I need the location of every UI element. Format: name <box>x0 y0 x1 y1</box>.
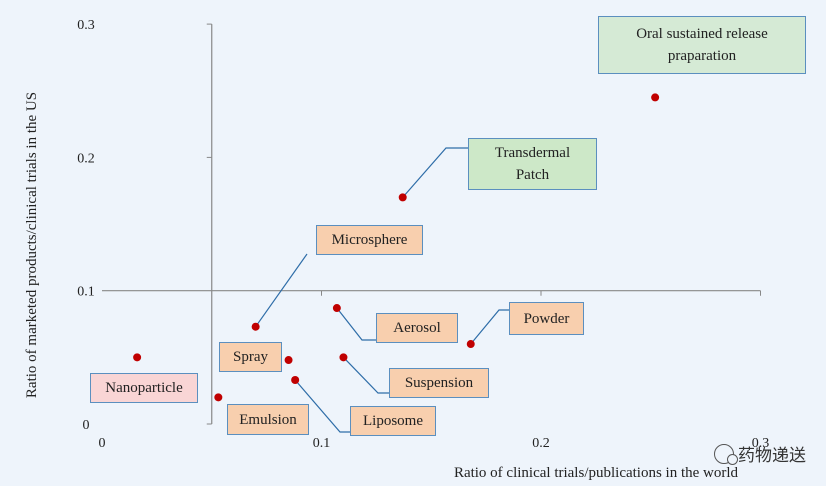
watermark-text: 药物递送 <box>738 446 806 466</box>
leader-line <box>470 309 509 345</box>
data-point <box>339 353 348 362</box>
y-tick-label: 0.3 <box>77 18 95 33</box>
data-point <box>332 304 341 313</box>
data-point <box>214 393 223 402</box>
point-label: Emulsion <box>227 404 309 435</box>
data-point <box>251 322 260 331</box>
data-point <box>466 340 475 349</box>
point-label: Aerosol <box>376 313 458 343</box>
wechat-icon <box>714 443 738 465</box>
point-label: Powder <box>509 302 584 335</box>
x-axis-label: Ratio of clinical trials/publications in… <box>454 465 739 481</box>
point-label: Liposome <box>350 406 436 436</box>
point-label: Suspension <box>389 368 489 398</box>
data-point <box>291 376 300 385</box>
leader-line <box>402 147 468 198</box>
y-tick-label: 0 <box>83 418 90 433</box>
y-axis-label: Ratio of marketed products/clinical tria… <box>24 92 40 398</box>
data-point <box>398 193 407 202</box>
watermark: 药物递送 <box>714 441 806 466</box>
point-label: Nanoparticle <box>90 373 198 403</box>
point-label: Oral sustained release praparation <box>598 16 806 74</box>
data-point <box>651 93 660 102</box>
leader-line <box>336 307 376 341</box>
leader-line <box>294 379 350 433</box>
x-tick-label: 0.3 <box>752 436 770 451</box>
point-label: Spray <box>219 342 282 372</box>
leader-line <box>343 356 389 394</box>
y-tick-label: 0.2 <box>77 151 95 166</box>
x-tick-label: 0 <box>99 436 106 451</box>
point-label: Transdermal Patch <box>468 138 597 190</box>
x-tick-label: 0.2 <box>532 436 550 451</box>
point-label: Microsphere <box>316 225 423 255</box>
data-point <box>284 356 293 365</box>
leader-line <box>255 253 308 328</box>
data-point <box>133 353 142 362</box>
y-tick-label: 0.1 <box>77 285 95 300</box>
x-tick-label: 0.1 <box>313 436 331 451</box>
